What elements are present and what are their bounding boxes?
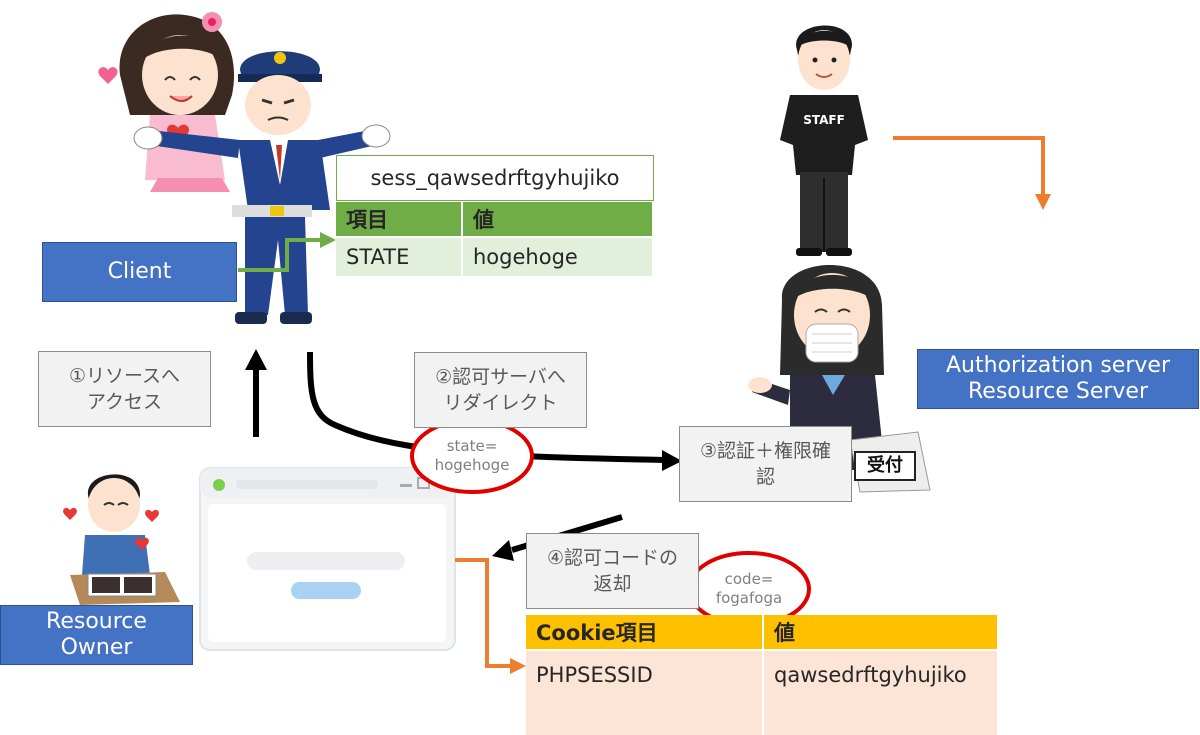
cookie-cell-value: qawsedrftgyhujiko (763, 649, 999, 735)
staff-illustration (780, 25, 868, 256)
cookie-cell-key: PHPSESSID (526, 649, 764, 735)
auth-server-label-line2: Resource Server (967, 379, 1149, 404)
orange-cookie-arrow (455, 558, 512, 668)
girl-illustration (98, 12, 235, 192)
cookie-header-item: Cookie項目 (526, 615, 764, 650)
session-cell-value: hogehoge (462, 236, 654, 276)
guard-illustration (133, 51, 391, 324)
session-cell-key: STATE (336, 236, 463, 276)
client-label: Client (42, 242, 237, 302)
resource-owner-label-line1: Resource (46, 609, 147, 634)
state-bubble-text: state= hogehoge (434, 437, 510, 474)
reception-illustration (748, 265, 931, 493)
auth-server-label-line1: Authorization server (946, 353, 1170, 378)
cookie-header-value: 値 (763, 615, 999, 650)
table-row: STATE hogehoge (336, 236, 654, 276)
resource-owner-illustration (63, 474, 180, 605)
resource-owner-label-line2: Owner (60, 635, 133, 660)
resource-owner-label: Resource Owner (0, 605, 193, 665)
session-header-item: 項目 (336, 202, 463, 237)
reception-sign: 受付 (867, 455, 903, 476)
step2-box: ②認可サーバへ リダイレクト (414, 352, 587, 428)
browser-window-illustration (199, 467, 456, 651)
orange-down-arrow (893, 136, 1045, 196)
session-table: 項目 値 STATE hogehoge (336, 202, 654, 276)
step1-box: ①リソースへ アクセス (38, 351, 211, 427)
staff-shirt-label: STAFF (803, 113, 845, 127)
cookie-table: Cookie項目 値 PHPSESSID qawsedrftgyhujiko (526, 615, 999, 735)
green-connector-arrow (238, 238, 322, 272)
cookie-table-header: Cookie項目 値 (526, 615, 999, 650)
session-table-header: 項目 値 (336, 202, 654, 237)
session-header-value: 値 (462, 202, 654, 237)
table-row: PHPSESSID qawsedrftgyhujiko (526, 649, 999, 735)
code-bubble-text: code= fogafoga (715, 570, 783, 607)
step4-box: ④認可コードの 返却 (526, 533, 699, 609)
auth-server-label: Authorization server Resource Server (917, 349, 1199, 409)
session-table-title: sess_qawsedrftgyhujiko (336, 155, 654, 201)
step3-box: ③認証＋権限確 認 (679, 426, 852, 502)
